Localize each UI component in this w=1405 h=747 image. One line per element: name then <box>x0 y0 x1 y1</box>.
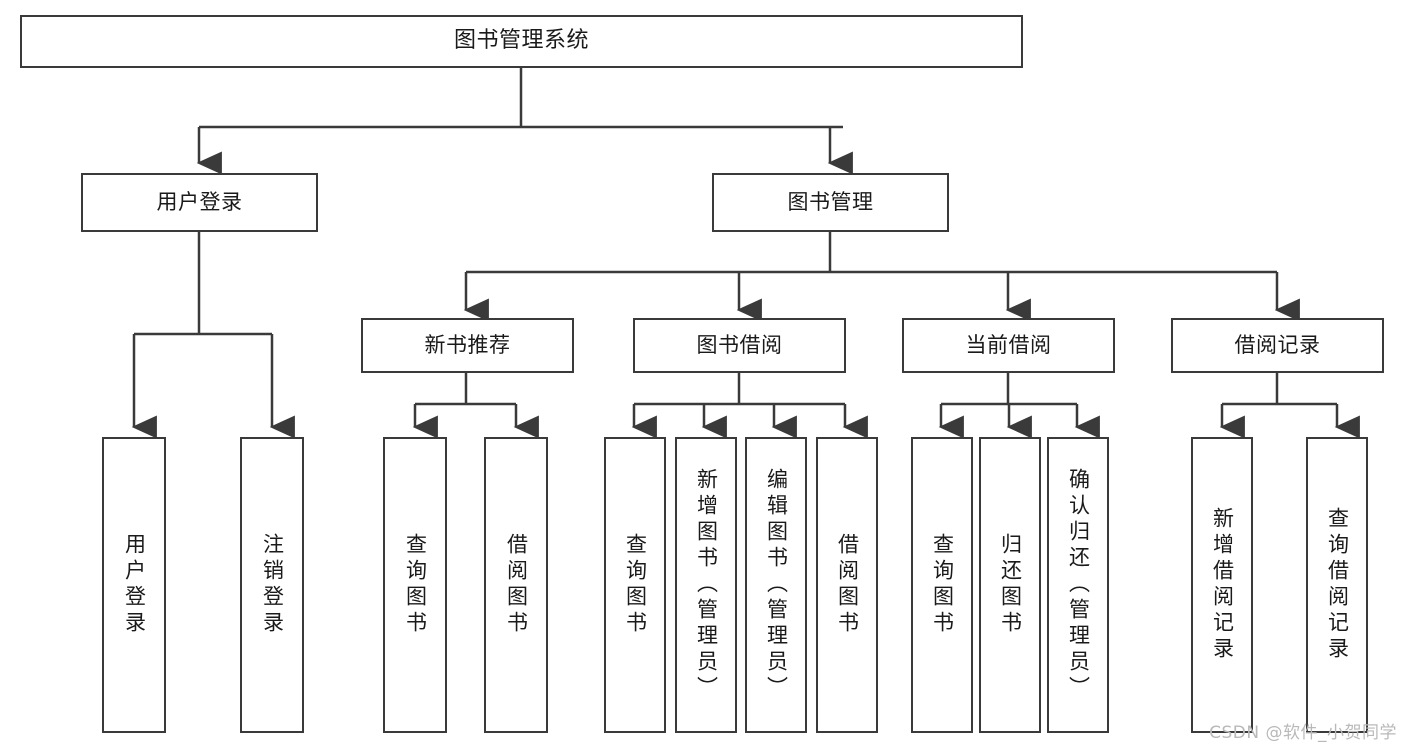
node-label: 查询图书 <box>930 533 955 637</box>
node-book-management[interactable]: 图书管理 <box>712 173 949 232</box>
node-book-management-system[interactable]: 图书管理系统 <box>20 15 1023 68</box>
node-label: 新书推荐 <box>424 332 511 357</box>
node-label: 当前借阅 <box>965 332 1052 357</box>
node-label: 图书管理 <box>787 189 874 214</box>
leaf-query-borrow-record[interactable]: 查询借阅记录 <box>1306 437 1368 733</box>
node-label: 归还图书 <box>998 533 1023 637</box>
leaf-add-borrow-record[interactable]: 新增借阅记录 <box>1191 437 1253 733</box>
leaf-edit-book-admin[interactable]: 编辑图书（管理员） <box>745 437 807 733</box>
node-label: 借阅图书 <box>504 533 529 637</box>
node-label: 确认归还（管理员） <box>1066 468 1091 702</box>
watermark-text: CSDN @软件_小贺同学 <box>1209 723 1397 743</box>
node-label: 借阅图书 <box>835 533 860 637</box>
node-label: 新增图书（管理员） <box>694 468 719 702</box>
node-label: 用户登录 <box>122 533 147 637</box>
node-label: 图书管理系统 <box>453 28 589 54</box>
node-label: 注销登录 <box>260 533 285 637</box>
node-label: 图书借阅 <box>696 332 783 357</box>
leaf-confirm-return-admin[interactable]: 确认归还（管理员） <box>1047 437 1109 733</box>
node-current-borrow[interactable]: 当前借阅 <box>902 318 1115 373</box>
leaf-return-book[interactable]: 归还图书 <box>979 437 1041 733</box>
leaf-borrow-book[interactable]: 借阅图书 <box>816 437 878 733</box>
leaf-logout[interactable]: 注销登录 <box>240 437 304 733</box>
node-label: 借阅记录 <box>1234 332 1321 357</box>
node-label: 查询借阅记录 <box>1325 507 1350 663</box>
node-user-login[interactable]: 用户登录 <box>81 173 318 232</box>
leaf-query-book-current[interactable]: 查询图书 <box>911 437 973 733</box>
leaf-query-book-new[interactable]: 查询图书 <box>383 437 447 733</box>
leaf-query-book-borrow[interactable]: 查询图书 <box>604 437 666 733</box>
node-label: 查询图书 <box>623 533 648 637</box>
leaf-add-book-admin[interactable]: 新增图书（管理员） <box>675 437 737 733</box>
node-label: 新增借阅记录 <box>1210 507 1235 663</box>
node-book-borrow[interactable]: 图书借阅 <box>633 318 846 373</box>
node-borrow-record[interactable]: 借阅记录 <box>1171 318 1384 373</box>
node-label: 查询图书 <box>403 533 428 637</box>
node-new-book-recommend[interactable]: 新书推荐 <box>361 318 574 373</box>
node-label: 用户登录 <box>156 189 243 214</box>
node-label: 编辑图书（管理员） <box>764 468 789 702</box>
leaf-borrow-book-new[interactable]: 借阅图书 <box>484 437 548 733</box>
leaf-user-login[interactable]: 用户登录 <box>102 437 166 733</box>
